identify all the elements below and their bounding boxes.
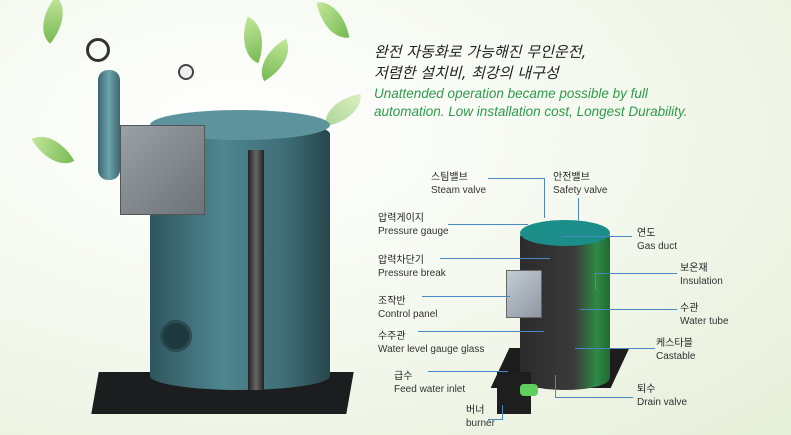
label-gas-duct: 연도 Gas duct <box>637 227 677 253</box>
label-en: burner <box>466 418 495 429</box>
label-en: Water tube <box>680 316 729 327</box>
label-en: Pressure gauge <box>378 226 449 237</box>
label-en: Drain valve <box>637 397 688 408</box>
label-en: Feed water inlet <box>394 384 466 395</box>
label-safety-valve: 안전밸브 Safety valve <box>553 171 607 197</box>
label-ko: 압력게이지 <box>378 213 424 224</box>
label-ko: 조작반 <box>378 296 406 307</box>
label-ko: 수관 <box>680 303 699 314</box>
label-pressure-gauge: 압력게이지 Pressure gauge <box>378 212 449 238</box>
leaf-decoration <box>316 0 350 42</box>
label-en: Gas duct <box>637 241 678 252</box>
diagram-control-panel <box>506 270 542 318</box>
label-ko: 스팀밸브 <box>431 172 468 183</box>
label-en: Control panel <box>378 309 438 320</box>
diagram-burner-motor <box>520 384 538 396</box>
headline-ko-line2: 저렴한 설치비, 최강의 내구성 <box>374 64 559 82</box>
headline-ko-line1: 완전 자동화로 가능해진 무인운전, <box>374 43 587 61</box>
label-ko: 압력차단기 <box>378 255 424 266</box>
label-en: Water level gauge glass <box>378 344 485 355</box>
label-ko: 연도 <box>637 228 656 239</box>
label-ko: 케스타블 <box>656 338 693 349</box>
label-ko: 버너 <box>466 405 485 416</box>
label-ko: 안전밸브 <box>553 172 590 183</box>
label-burner: 버너 burner <box>466 404 495 430</box>
label-pressure-break: 압력차단기 Pressure break <box>378 254 446 280</box>
label-insulation: 보온재 Insulation <box>680 262 723 288</box>
label-control-panel: 조작반 Control panel <box>378 295 437 321</box>
feed-pipe <box>98 70 120 180</box>
control-box <box>120 125 205 215</box>
leaf-decoration <box>30 0 76 44</box>
label-ko: 수주관 <box>378 331 406 342</box>
headline-en-line1: Unattended operation became possible by … <box>374 86 648 101</box>
label-water-tube: 수관 Water tube <box>680 302 729 328</box>
label-en: Castable <box>656 351 696 362</box>
valve-wheel-icon <box>86 38 110 62</box>
label-drain-valve: 퇴수 Drain valve <box>637 383 687 409</box>
gauge-glass <box>248 150 264 390</box>
label-en: Steam valve <box>431 185 487 196</box>
label-water-level-gauge: 수주관 Water level gauge glass <box>378 330 484 356</box>
label-ko: 보온재 <box>680 263 708 274</box>
label-castable: 케스타블 Castable <box>656 337 695 363</box>
headline-en-line2: automation. Low installation cost, Longe… <box>374 104 688 119</box>
label-ko: 퇴수 <box>637 384 656 395</box>
label-en: Pressure break <box>378 268 446 279</box>
label-ko: 급수 <box>394 371 413 382</box>
burner-opening <box>160 320 192 352</box>
pressure-gauge-icon <box>178 64 194 80</box>
label-feed-water: 급수 Feed water inlet <box>394 370 465 396</box>
diagram-top <box>520 220 610 246</box>
leaf-decoration <box>31 126 75 174</box>
label-en: Insulation <box>680 276 723 287</box>
label-en: Safety valve <box>553 185 608 196</box>
label-steam-valve: 스팀밸브 Steam valve <box>431 171 486 197</box>
